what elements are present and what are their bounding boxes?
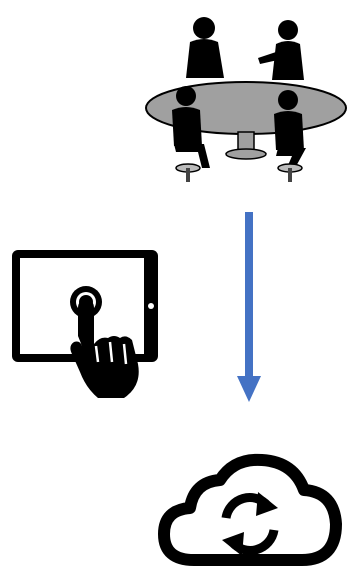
- table-base: [226, 149, 266, 159]
- back-left-person: [186, 17, 224, 78]
- cloud-outline: [164, 460, 336, 560]
- tablet-touch-icon: [6, 246, 166, 402]
- meeting-table-icon: [140, 8, 350, 188]
- back-right-person: [258, 20, 304, 80]
- down-arrow-icon: [234, 212, 264, 404]
- arrow-head: [237, 376, 261, 402]
- arrow-shaft: [245, 212, 253, 378]
- cloud-sync-icon: [154, 452, 344, 568]
- tablet-home-button: [148, 303, 154, 309]
